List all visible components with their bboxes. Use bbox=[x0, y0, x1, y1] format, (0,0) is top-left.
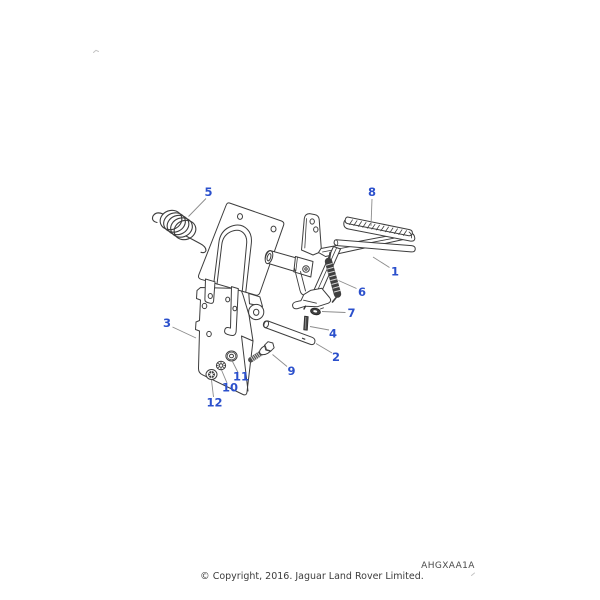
part-3-bracket-drawing bbox=[195, 287, 254, 396]
callout-8[interactable]: 8 bbox=[368, 185, 376, 199]
callout-11[interactable]: 11 bbox=[233, 370, 249, 384]
callout-2[interactable]: 2 bbox=[332, 350, 340, 364]
part-10-nut-drawing bbox=[215, 360, 227, 371]
callout-4[interactable]: 4 bbox=[329, 327, 337, 341]
callout-leader-7 bbox=[321, 311, 346, 313]
callout-leader-10 bbox=[221, 369, 228, 384]
callout-leader-5 bbox=[188, 198, 207, 217]
callout-12[interactable]: 12 bbox=[206, 396, 222, 410]
part-1-pedal-lever-drawing bbox=[264, 213, 416, 310]
callout-leader-12 bbox=[211, 379, 214, 398]
callout-leader-9 bbox=[272, 354, 288, 367]
part-6-spring-drawing bbox=[324, 251, 342, 303]
part-12-nut-drawing bbox=[205, 369, 218, 380]
stray-mark bbox=[93, 49, 99, 53]
callout-5[interactable]: 5 bbox=[204, 185, 212, 199]
callout-6[interactable]: 6 bbox=[358, 285, 366, 299]
callout-9[interactable]: 9 bbox=[287, 364, 295, 378]
callout-3[interactable]: 3 bbox=[163, 316, 171, 330]
callout-leader-3 bbox=[172, 326, 197, 339]
part-5-return-spring-drawing bbox=[151, 209, 207, 254]
callout-leader-6 bbox=[338, 280, 357, 289]
callout-leader-11 bbox=[232, 361, 239, 373]
diagram-code: AHGXAA1A bbox=[421, 561, 475, 571]
callout-1[interactable]: 1 bbox=[391, 265, 399, 279]
part-11-washer-drawing bbox=[225, 350, 238, 362]
callout-10[interactable]: 10 bbox=[222, 381, 238, 395]
callout-leader-4 bbox=[309, 326, 330, 331]
part-8-pedal-pad-drawing bbox=[343, 216, 416, 242]
part-2-clevis-pin-drawing bbox=[262, 320, 316, 346]
callout-7[interactable]: 7 bbox=[347, 306, 355, 320]
callout-leader-8 bbox=[370, 198, 373, 227]
stray-mark bbox=[471, 572, 475, 576]
part-4-pin-drawing bbox=[303, 315, 309, 331]
upper-bracket-drawing bbox=[198, 202, 285, 336]
callout-leader-2 bbox=[315, 343, 333, 354]
part-9-bolt-drawing bbox=[248, 341, 275, 363]
copyright-text: © Copyright, 2016. Jaguar Land Rover Lim… bbox=[200, 571, 424, 582]
part-7-clip-drawing bbox=[310, 307, 324, 316]
callout-leader-1 bbox=[372, 256, 390, 268]
